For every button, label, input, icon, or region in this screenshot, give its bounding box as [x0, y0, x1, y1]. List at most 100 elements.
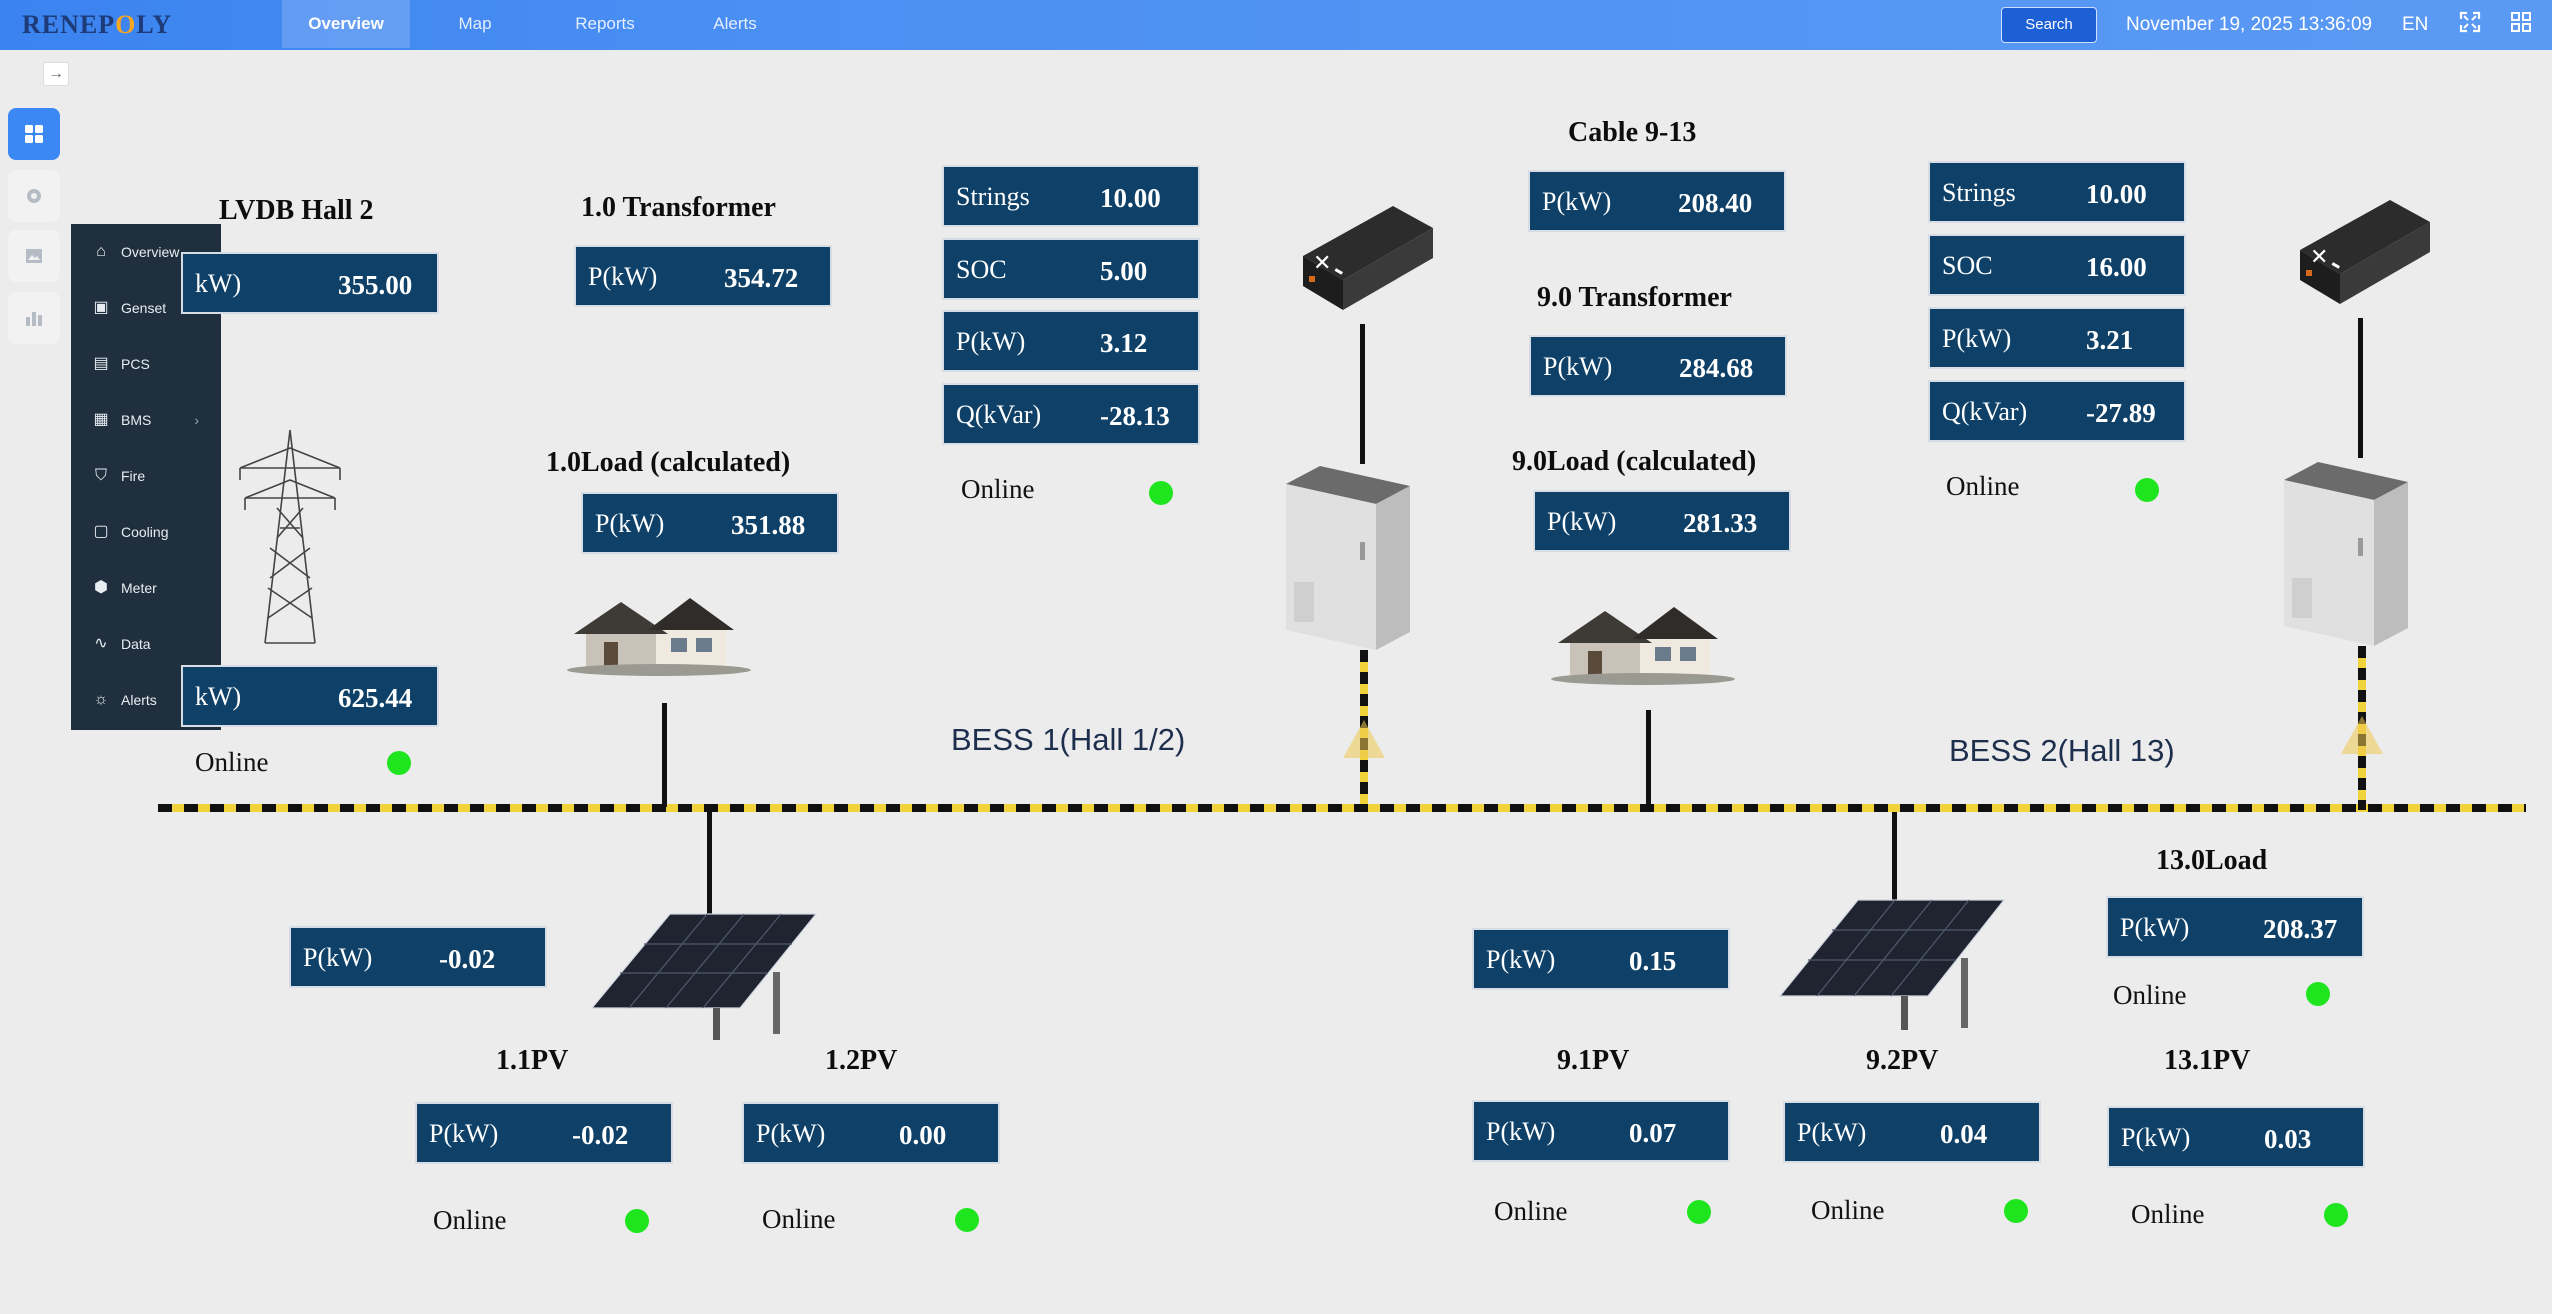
top-bar: RENEPOLY Overview Map Reports Alerts Sea… — [0, 0, 2552, 50]
load-9-feeder-line — [1646, 710, 1651, 807]
cooling-icon: ▢ — [93, 523, 109, 540]
svg-text:✕: ✕ — [2310, 244, 2328, 269]
pv-1-2-power[interactable]: P(kW) 0.00 — [742, 1102, 1000, 1164]
expand-sidebar-icon[interactable]: → — [43, 62, 69, 86]
home-icon: ⌂ — [96, 243, 106, 260]
pcs-icon: ▤ — [93, 355, 109, 372]
pv-13-1-status-indicator — [2324, 1203, 2348, 1227]
tab-overview[interactable]: Overview — [282, 0, 410, 48]
current-datetime: November 19, 2025 13:36:09 — [2126, 14, 2373, 35]
pv-9-feeder-line — [1892, 812, 1897, 910]
bess-cabinet-icon — [1286, 466, 1410, 650]
bess-2-status: Online — [1946, 471, 2020, 501]
genset-icon: ▣ — [93, 299, 109, 316]
menu-item-genset[interactable]: ▣Genset — [71, 293, 221, 323]
pv-9-1-status-indicator — [1687, 1200, 1711, 1224]
pv-1-1-title: 1.1PV — [496, 1045, 569, 1076]
pv-9-2-power[interactable]: P(kW) 0.04 — [1783, 1101, 2041, 1163]
lvdb-status: Online — [195, 747, 269, 777]
brand-logo[interactable]: RENEPOLY — [22, 10, 173, 39]
chart-icon[interactable] — [8, 292, 60, 344]
lvdb-power-bottom[interactable]: kW) 625.44 — [181, 665, 439, 727]
warning-icon — [1343, 720, 1385, 758]
chevron-right-icon: › — [194, 412, 199, 428]
bess-2-strings[interactable]: Strings 10.00 — [1928, 161, 2186, 223]
load-9-title: 9.0Load (calculated) — [1512, 446, 1757, 477]
load-13-power[interactable]: P(kW) 208.37 — [2106, 896, 2364, 958]
load-13-status: Online — [2113, 980, 2187, 1010]
menu-item-fire[interactable]: ⛉Fire — [71, 461, 221, 491]
house-icon — [567, 598, 751, 676]
load-1-feeder-line — [662, 703, 667, 807]
pv-1-1-status: Online — [433, 1205, 507, 1235]
bess-2-dc-line — [2358, 318, 2363, 458]
load-13-status-indicator — [2306, 982, 2330, 1006]
fullscreen-icon[interactable] — [2457, 11, 2483, 37]
main-busbar — [158, 804, 2526, 812]
pv-1-2-status: Online — [762, 1204, 836, 1234]
bess-2-label: BESS 2(Hall 13) — [1949, 733, 2175, 768]
load-1-title: 1.0Load (calculated) — [546, 447, 791, 478]
bess-2-power[interactable]: P(kW) 3.21 — [1928, 307, 2186, 369]
bess-1-status-indicator — [1149, 481, 1173, 505]
pv-9-1-title: 9.1PV — [1557, 1045, 1630, 1076]
solar-panel-icon — [1778, 899, 2006, 1030]
bess-1-power[interactable]: P(kW) 3.12 — [942, 310, 1200, 372]
tab-reports[interactable]: Reports — [575, 14, 635, 33]
bms-icon: ▦ — [93, 411, 109, 428]
transformer-9-power[interactable]: P(kW) 284.68 — [1529, 335, 1787, 397]
pv-9-1-power[interactable]: P(kW) 0.07 — [1472, 1100, 1730, 1162]
load-9-power[interactable]: P(kW) 281.33 — [1533, 490, 1791, 552]
bess-2-reactive-power[interactable]: Q(kVar) -27.89 — [1928, 380, 2186, 442]
pv-9-2-status-indicator — [2004, 1199, 2028, 1223]
menu-item-alerts[interactable]: ☼Alerts — [71, 685, 221, 715]
pv-13-1-title: 13.1PV — [2164, 1045, 2251, 1076]
transformer-1-power[interactable]: P(kW) 354.72 — [574, 245, 832, 307]
settings-icon[interactable] — [8, 170, 60, 222]
pv-1-2-status-indicator — [955, 1208, 979, 1232]
load-1-power[interactable]: P(kW) 351.88 — [581, 492, 839, 554]
lvdb-title: LVDB Hall 2 — [219, 195, 374, 226]
bess-2-status-indicator — [2135, 478, 2159, 502]
lvdb-status-indicator — [387, 751, 411, 775]
bess-1-strings[interactable]: Strings 10.00 — [942, 165, 1200, 227]
cable-9-13-power[interactable]: P(kW) 208.40 — [1528, 170, 1786, 232]
menu-item-overview[interactable]: ⌂Overview — [71, 237, 221, 267]
load-13-title: 13.0Load — [2156, 845, 2268, 876]
pv-1-2-title: 1.2PV — [825, 1045, 898, 1076]
bess-1-soc[interactable]: SOC 5.00 — [942, 238, 1200, 300]
pv-9-2-title: 9.2PV — [1866, 1045, 1939, 1076]
search-button[interactable]: Search — [2001, 7, 2097, 43]
image-icon[interactable] — [8, 230, 60, 282]
menu-item-bms[interactable]: ▦BMS› — [71, 405, 221, 435]
tab-map[interactable]: Map — [458, 14, 492, 33]
grid-icon[interactable] — [2508, 11, 2534, 37]
cable-9-13-title: Cable 9-13 — [1568, 117, 1697, 148]
menu-item-meter[interactable]: ⬢Meter — [71, 573, 221, 603]
battery-module-icon: ✕ — [1303, 206, 1433, 310]
menu-item-cooling[interactable]: ▢Cooling — [71, 517, 221, 547]
pv-group-9-power[interactable]: P(kW) 0.15 — [1472, 928, 1730, 990]
svg-text:✕: ✕ — [1313, 250, 1331, 275]
tab-alerts[interactable]: Alerts — [713, 14, 757, 33]
dashboard-icon[interactable] — [8, 108, 60, 160]
pv-1-1-power[interactable]: P(kW) -0.02 — [415, 1102, 673, 1164]
warning-icon — [2341, 716, 2383, 754]
transmission-tower-icon — [239, 429, 341, 644]
pv-1-feeder-line — [707, 812, 712, 916]
bess-1-label: BESS 1(Hall 1/2) — [951, 722, 1186, 757]
battery-module-icon: ✕ — [2300, 200, 2430, 304]
menu-item-data[interactable]: ∿Data — [71, 629, 221, 659]
lvdb-power-top[interactable]: kW) 355.00 — [181, 252, 439, 314]
menu-item-pcs[interactable]: ▤PCS — [71, 349, 221, 379]
pv-13-1-power[interactable]: P(kW) 0.03 — [2107, 1106, 2365, 1168]
language-selector[interactable]: EN — [2402, 14, 2429, 35]
bess-1-status: Online — [961, 474, 1035, 504]
transformer-9-title: 9.0 Transformer — [1537, 282, 1732, 313]
bess-2-soc[interactable]: SOC 16.00 — [1928, 234, 2186, 296]
pv-13-1-status: Online — [2131, 1199, 2205, 1229]
pv-group-1-power[interactable]: P(kW) -0.02 — [289, 926, 547, 988]
bess-1-reactive-power[interactable]: Q(kVar) -28.13 — [942, 383, 1200, 445]
transformer-1-title: 1.0 Transformer — [581, 192, 776, 223]
meter-icon: ⬢ — [94, 579, 108, 596]
